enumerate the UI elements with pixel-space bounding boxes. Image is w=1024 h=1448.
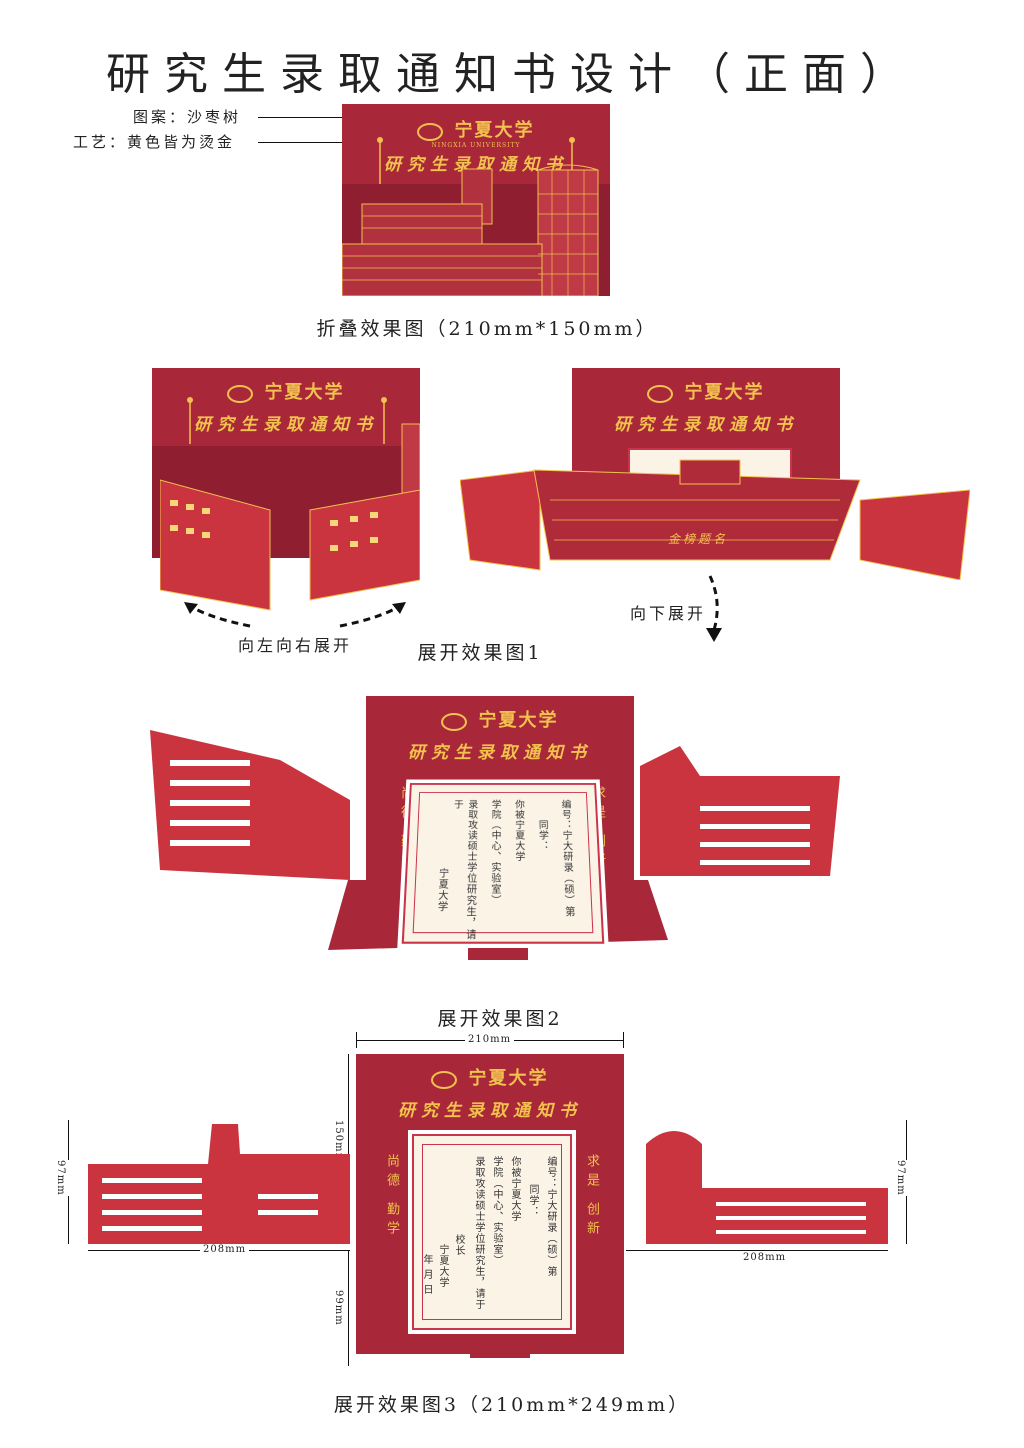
letter-line: 学院（中心、实验室）: [488, 799, 501, 907]
right-building-flat: [646, 1131, 888, 1244]
down-arrow-icon: [706, 575, 722, 642]
dim-height-lower: 99mm: [330, 1290, 347, 1326]
letter-sign: 宁夏大学: [435, 867, 448, 913]
caption-unfold1: 展开效果图1: [417, 642, 543, 664]
university-name: 宁夏大学: [478, 710, 559, 731]
dim-height-upper: 150mm: [330, 1120, 347, 1164]
university-logo-icon: [431, 1070, 458, 1089]
label-left-right: 向左向右展开: [238, 636, 353, 655]
notice-title: 研究生录取通知书: [398, 1101, 582, 1121]
admission-letter-tilted: 编号：宁大研录（硕）第 同学： 你被宁夏大学 学院（中心、实验室） 录取攻读硕士…: [397, 779, 609, 949]
right-motto: 求是 创新: [584, 1154, 599, 1241]
dimension-line: [626, 1250, 888, 1251]
unfold-down-illustration: [460, 459, 970, 580]
university-logo-icon: [441, 712, 468, 731]
letter-line: 同学：: [536, 819, 548, 852]
notice-title: 研究生录取通知书: [194, 415, 378, 435]
letter-line: 你被宁夏大学: [512, 799, 525, 862]
letter-line: 编号：宁大研录（硕）第: [545, 1156, 556, 1277]
university-name: 宁夏大学: [684, 382, 765, 403]
notice-title: 研究生录取通知书: [384, 155, 568, 175]
dimension-tick: [356, 1032, 357, 1048]
page-title: 研究生录取通知书设计（正面）: [106, 49, 918, 100]
notice-title: 研究生录取通知书: [614, 415, 798, 435]
letter-sign: 年 月 日: [421, 1254, 432, 1296]
pattern-note: 图案：沙枣树: [133, 108, 242, 126]
caption-folded: 折叠效果图（210mm*150mm）: [316, 318, 658, 340]
bottom-tab: [470, 1344, 530, 1358]
dim-top-width: 210mm: [465, 1034, 515, 1045]
letter-line: 录取攻读硕士学位研究生，请于: [451, 799, 477, 941]
leader-line: [258, 117, 358, 118]
dimension-line: [348, 1054, 349, 1240]
dimension-line: [348, 1250, 349, 1366]
label-down: 向下展开: [630, 604, 707, 623]
folded-card: 宁夏大学 NINGXIA UNIVERSITY 研究生录取通知书: [342, 104, 610, 296]
leader-line: [258, 142, 378, 143]
university-logo-icon: [417, 122, 444, 141]
university-name: 宁夏大学: [454, 120, 535, 141]
right-building-wing: [640, 746, 840, 876]
university-name: 宁夏大学: [468, 1068, 549, 1089]
dim-left-width: 208mm: [200, 1244, 250, 1255]
plaque-text: 金榜题名: [668, 532, 729, 546]
campus-building-illustration: [342, 137, 610, 296]
left-building-wing: [150, 730, 350, 880]
side-wings-illustration: [160, 479, 420, 611]
university-name-en: NINGXIA UNIVERSITY: [431, 142, 521, 149]
admission-letter: 编号：宁大研录（硕）第 同学： 你被宁夏大学 学院（中心、实验室） 录取攻读硕士…: [408, 1130, 576, 1334]
craft-note: 工艺：黄色皆为烫金: [73, 133, 236, 151]
university-logo-icon: [227, 384, 254, 403]
letter-line: 同学：: [527, 1184, 538, 1217]
curved-arrows-icon: [184, 602, 406, 628]
caption-unfold2: 展开效果图2: [437, 1008, 563, 1030]
left-motto: 尚德 勤学: [384, 1154, 399, 1241]
letter-sign: 校长: [453, 1234, 464, 1256]
dim-right-height: 97mm: [892, 1160, 909, 1196]
notice-title: 研究生录取通知书: [408, 743, 592, 763]
dim-left-height: 97mm: [52, 1160, 69, 1196]
dim-right-width: 208mm: [740, 1252, 790, 1263]
university-logo-icon: [647, 384, 674, 403]
left-building-flat: [88, 1124, 350, 1244]
dimension-tick: [623, 1032, 624, 1048]
letter-line: 你被宁夏大学: [509, 1156, 520, 1222]
caption-unfold3: 展开效果图3（210mm*249mm）: [333, 1394, 691, 1416]
university-name: 宁夏大学: [264, 382, 345, 403]
letter-sign: 宁夏大学: [437, 1244, 448, 1288]
letter-line: 录取攻读硕士学位研究生，请于: [473, 1156, 484, 1310]
letter-line: 学院（中心、实验室）: [491, 1156, 502, 1266]
